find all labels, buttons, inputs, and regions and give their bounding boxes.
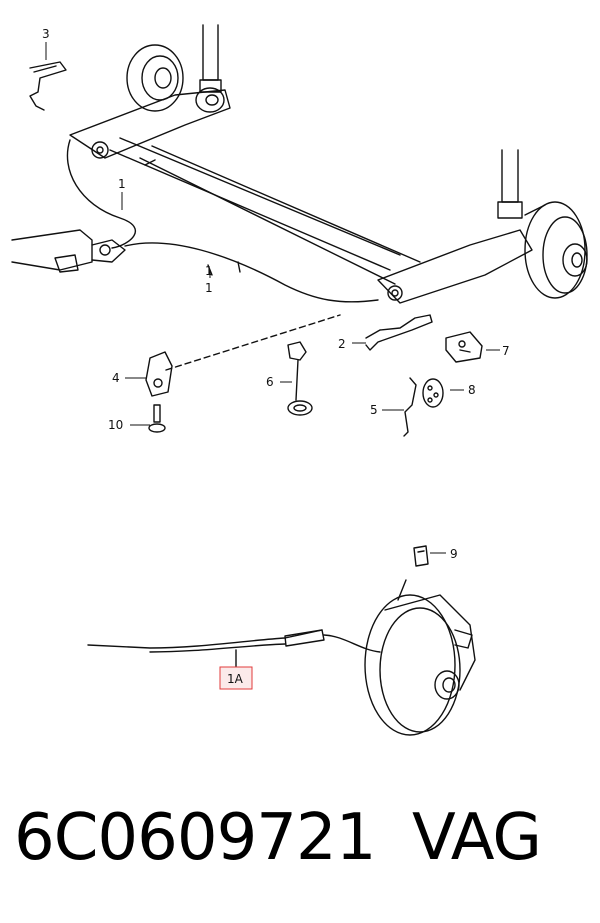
part-6-grommet bbox=[287, 341, 313, 416]
callout-5: 5 bbox=[370, 403, 378, 417]
callout-1A: 1A bbox=[227, 672, 244, 686]
part-9-clip bbox=[413, 545, 429, 567]
callout-2: 2 bbox=[338, 337, 346, 351]
part-3-clip bbox=[29, 61, 67, 111]
part-5-spring bbox=[403, 377, 417, 437]
leader-lines bbox=[45, 42, 500, 554]
callout-4: 4 bbox=[112, 371, 120, 385]
callout-1-mid-b: 1 bbox=[205, 281, 213, 295]
brake-cable-1A bbox=[87, 629, 381, 669]
part-4-holder bbox=[145, 314, 341, 397]
part-number: 6C0609721 bbox=[14, 801, 376, 875]
rear-axle-beam bbox=[69, 24, 588, 304]
part-2-clip bbox=[365, 314, 433, 351]
callout-7: 7 bbox=[502, 344, 510, 358]
part-10-bolt bbox=[148, 404, 166, 433]
callout-6: 6 bbox=[266, 375, 274, 389]
brand-name: VAG bbox=[412, 801, 542, 875]
parts-illustration: 3 1 1 1 2 7 4 6 8 5 10 9 1A bbox=[11, 24, 588, 736]
handbrake-cables bbox=[66, 139, 379, 303]
callout-8: 8 bbox=[468, 383, 476, 397]
callout-9: 9 bbox=[450, 547, 458, 561]
callout-1-mid-a: 1 bbox=[205, 264, 213, 278]
callout-10: 10 bbox=[108, 418, 123, 432]
callout-1-top: 1 bbox=[118, 177, 126, 191]
brake-backplate bbox=[364, 579, 476, 736]
callout-3: 3 bbox=[42, 27, 50, 41]
part-7-bracket bbox=[445, 331, 483, 363]
handbrake-lever-body bbox=[11, 229, 126, 273]
part-8-cap bbox=[422, 378, 444, 408]
callout-1A-highlight: 1A bbox=[219, 666, 253, 690]
